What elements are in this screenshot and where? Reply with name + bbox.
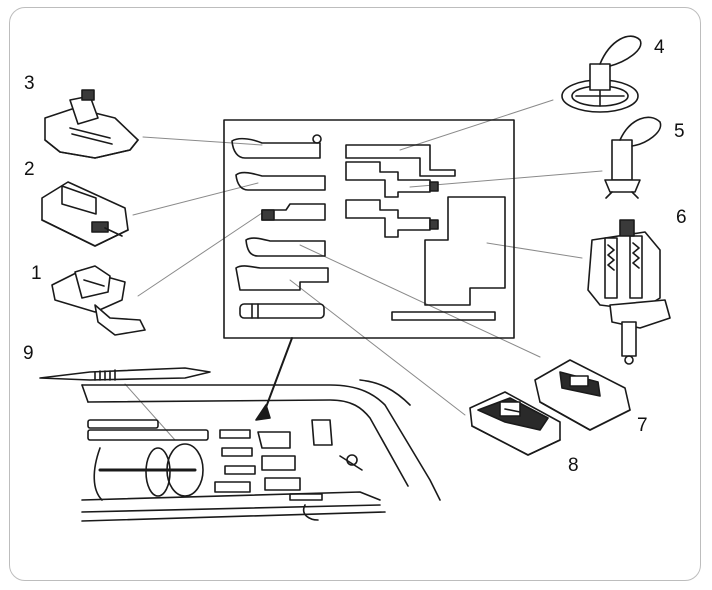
presser-foot-satin <box>41 181 129 247</box>
presser-foot-zigzag <box>44 89 139 159</box>
leader-7 <box>299 244 541 358</box>
slot-foot-5 <box>345 161 431 198</box>
storage-tray-inset <box>223 119 515 339</box>
callout-7: 7 <box>637 415 648 436</box>
presser-foot-darning <box>561 35 642 113</box>
slot-foot-6 <box>345 199 431 238</box>
slot-seam-ripper <box>239 303 325 319</box>
leader-5 <box>409 170 603 188</box>
leader-2 <box>132 182 259 216</box>
presser-foot-walking <box>587 219 671 365</box>
machine-compartment <box>81 379 441 522</box>
slot-foot-4 <box>345 144 456 177</box>
callout-1: 1 <box>31 263 42 284</box>
pointer-arrow <box>255 337 293 421</box>
callout-4: 4 <box>654 37 665 58</box>
presser-foot-straight <box>469 391 561 456</box>
leader-lines <box>124 99 603 441</box>
leader-8 <box>289 279 466 416</box>
callout-2: 2 <box>24 159 35 180</box>
leader-9 <box>124 383 176 441</box>
tray-outline <box>223 119 515 339</box>
leader-3 <box>142 136 263 146</box>
callout-3: 3 <box>24 73 35 94</box>
slot-foot-7 <box>245 237 326 257</box>
leader-4 <box>399 99 554 151</box>
leader-1 <box>137 212 263 297</box>
callout-8: 8 <box>568 455 579 476</box>
presser-foot-overedge <box>534 359 631 431</box>
leader-6 <box>486 242 583 259</box>
slot-walking-foot <box>424 196 506 306</box>
slot-foot-2 <box>235 171 326 191</box>
presser-foot-button <box>604 116 662 199</box>
presser-foot-zipper <box>51 265 146 336</box>
slot-bar <box>391 311 496 321</box>
callout-9: 9 <box>23 343 34 364</box>
callout-5: 5 <box>674 121 685 142</box>
slot-foot-3 <box>231 137 321 159</box>
slot-foot-8 <box>235 265 329 291</box>
callout-6: 6 <box>676 207 687 228</box>
seam-ripper <box>39 367 211 381</box>
